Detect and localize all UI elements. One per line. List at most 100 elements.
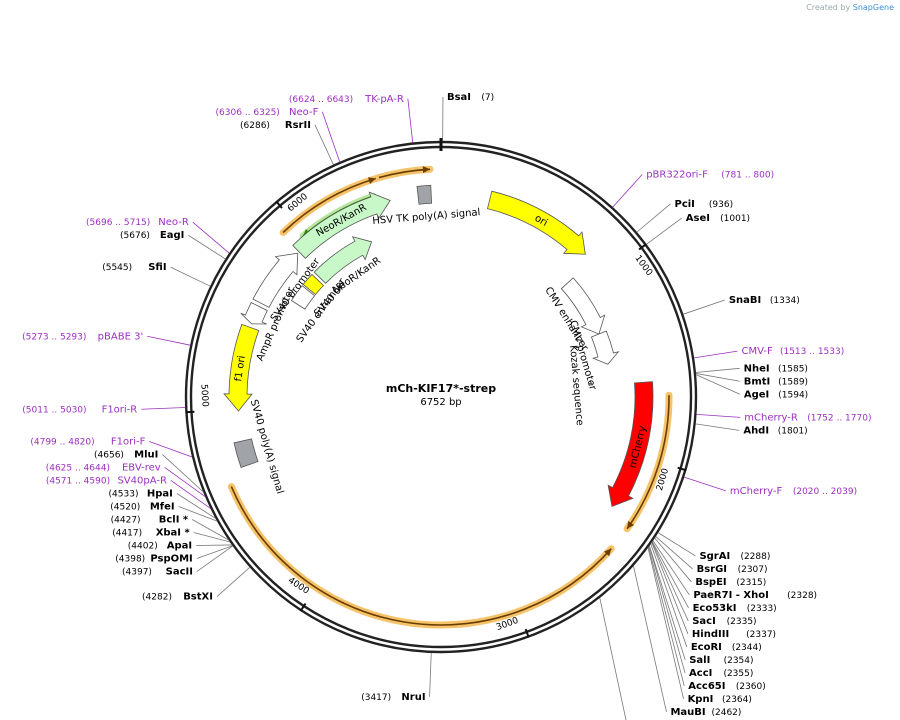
site-name: SnaBI bbox=[729, 295, 761, 306]
site-label: NheI(1585) bbox=[744, 363, 808, 374]
site-position: (2335) bbox=[727, 617, 757, 627]
site-leader bbox=[695, 367, 740, 373]
primer-leader bbox=[149, 441, 193, 458]
primer-leader bbox=[684, 476, 727, 492]
primer-leader bbox=[407, 98, 414, 143]
site-name: AseI bbox=[686, 213, 710, 224]
site-label: AgeI(1594) bbox=[744, 389, 808, 400]
feature-ori bbox=[486, 190, 586, 255]
site-position: (5676) bbox=[120, 231, 150, 241]
site-position: (4417) bbox=[112, 528, 142, 538]
site-label: BsrGI(2307) bbox=[697, 564, 768, 575]
primer-leader bbox=[164, 467, 206, 498]
site-label: Eco53kI(2333) bbox=[693, 603, 777, 614]
site-name: ApaI bbox=[167, 540, 192, 551]
primer-label: CMV-F(1513 .. 1533) bbox=[741, 346, 844, 357]
site-leader bbox=[649, 545, 686, 661]
site-label: MfeI(4520) bbox=[110, 501, 174, 512]
site-label: HpaI (4533) bbox=[109, 488, 173, 499]
site-name: SgrAI bbox=[699, 551, 730, 562]
site-name: HpaI bbox=[147, 488, 173, 499]
site-leader bbox=[196, 545, 233, 559]
site-labels: BsaI(7)pBR322ori-F(781 .. 800)PciI(936)A… bbox=[22, 92, 871, 720]
primer-name: TK-pA-R bbox=[364, 94, 404, 105]
site-label: NruI(3417) bbox=[361, 692, 425, 703]
site-position: (4520) bbox=[110, 502, 140, 512]
primer-label: SV40pA-R (4571 .. 4590) bbox=[46, 475, 167, 486]
site-label: SalI(2354) bbox=[689, 655, 753, 666]
feature-hsv-tk-poly-a-signal bbox=[416, 184, 433, 205]
tick-mark bbox=[185, 410, 195, 414]
site-name: HindIII bbox=[692, 629, 729, 640]
site-label: BstXI (4282) bbox=[142, 592, 213, 603]
site-name: PspOMI bbox=[150, 553, 192, 564]
primer-label: EBV-rev(4625 .. 4644) bbox=[46, 462, 161, 473]
site-leader bbox=[193, 532, 231, 543]
site-position: (4533) bbox=[109, 489, 139, 499]
primer-name: SV40pA-R bbox=[117, 475, 166, 486]
site-label: SacII(4397) bbox=[122, 566, 193, 577]
site-position: (2328) bbox=[787, 591, 817, 601]
site-label: EagI(5676) bbox=[120, 230, 184, 241]
site-position: (1334) bbox=[770, 296, 800, 306]
site-leader bbox=[648, 545, 686, 674]
site-name: SfiI bbox=[148, 262, 166, 273]
site-leader bbox=[695, 373, 740, 382]
site-position: (4398) bbox=[115, 554, 145, 564]
primer-label: pBABE 3' (5273 .. 5293) bbox=[22, 331, 143, 342]
site-position: (4402) bbox=[128, 541, 158, 551]
site-name: RsrII bbox=[285, 120, 311, 131]
site-name: MauBI bbox=[670, 707, 705, 718]
feature-mcherry bbox=[607, 381, 654, 508]
site-name: BstXI bbox=[183, 592, 213, 603]
feature-neor-kanr bbox=[313, 236, 373, 284]
feature-label: f1 ori bbox=[233, 355, 248, 382]
primer-range: (2020 .. 2039) bbox=[793, 487, 857, 497]
center-label: mCh-KIF17*-strep 6752 bp bbox=[386, 382, 496, 408]
site-leader bbox=[651, 541, 689, 622]
site-name: SacII bbox=[166, 566, 193, 577]
site-label: SgrAI(2288) bbox=[699, 551, 770, 562]
primer-name: EBV-rev bbox=[122, 462, 161, 473]
site-position: (4282) bbox=[142, 593, 172, 603]
primer-range: (4571 .. 4590) bbox=[46, 476, 110, 486]
primer-range: (5273 .. 5293) bbox=[22, 332, 86, 342]
site-leader bbox=[314, 124, 334, 165]
site-name: EcoRI bbox=[691, 642, 722, 653]
primer-label: TK-pA-R(6624 .. 6643) bbox=[289, 94, 404, 105]
site-leader bbox=[633, 565, 667, 713]
primer-leader bbox=[612, 174, 643, 208]
primer-range: (4799 .. 4820) bbox=[30, 437, 94, 447]
feature-sv40-ori bbox=[302, 273, 325, 296]
site-leader bbox=[599, 597, 627, 720]
site-position: (936) bbox=[709, 200, 733, 210]
primer-label: pBR322ori-F(781 .. 800) bbox=[646, 169, 774, 180]
site-name: AhdI bbox=[743, 425, 769, 436]
feature-ampr-promoter bbox=[240, 302, 268, 325]
primer-leader bbox=[141, 407, 186, 410]
site-leader bbox=[695, 423, 740, 431]
primer-leader bbox=[147, 335, 191, 346]
feature-cmv-promoter bbox=[590, 330, 620, 365]
site-position: (1589) bbox=[778, 377, 808, 387]
primer-range: (5011 .. 5030) bbox=[22, 405, 86, 415]
site-name: PaeR7I - XhoI bbox=[693, 590, 769, 601]
site-position: (2462) bbox=[711, 708, 741, 718]
primer-name: Neo-R bbox=[158, 217, 189, 228]
feature-sv40-enhancer bbox=[290, 285, 316, 310]
snapgene-logo: SnapGene bbox=[852, 3, 894, 12]
primer-name: mCherry-R bbox=[744, 412, 798, 423]
primer-range: (1752 .. 1770) bbox=[807, 413, 871, 423]
site-label: MluI(4656) bbox=[94, 449, 158, 460]
site-leader bbox=[650, 543, 688, 648]
site-label: RsrII(6286) bbox=[240, 120, 311, 131]
primer-name: pBABE 3' bbox=[98, 331, 144, 342]
site-leader bbox=[162, 454, 204, 493]
site-position: (7) bbox=[481, 93, 494, 103]
site-leader bbox=[651, 541, 689, 609]
site-name: XbaI * bbox=[156, 527, 191, 538]
primer-leader bbox=[192, 221, 230, 254]
site-leader bbox=[646, 217, 682, 245]
site-leader bbox=[652, 540, 690, 596]
site-label: BspEI(2315) bbox=[695, 577, 766, 588]
